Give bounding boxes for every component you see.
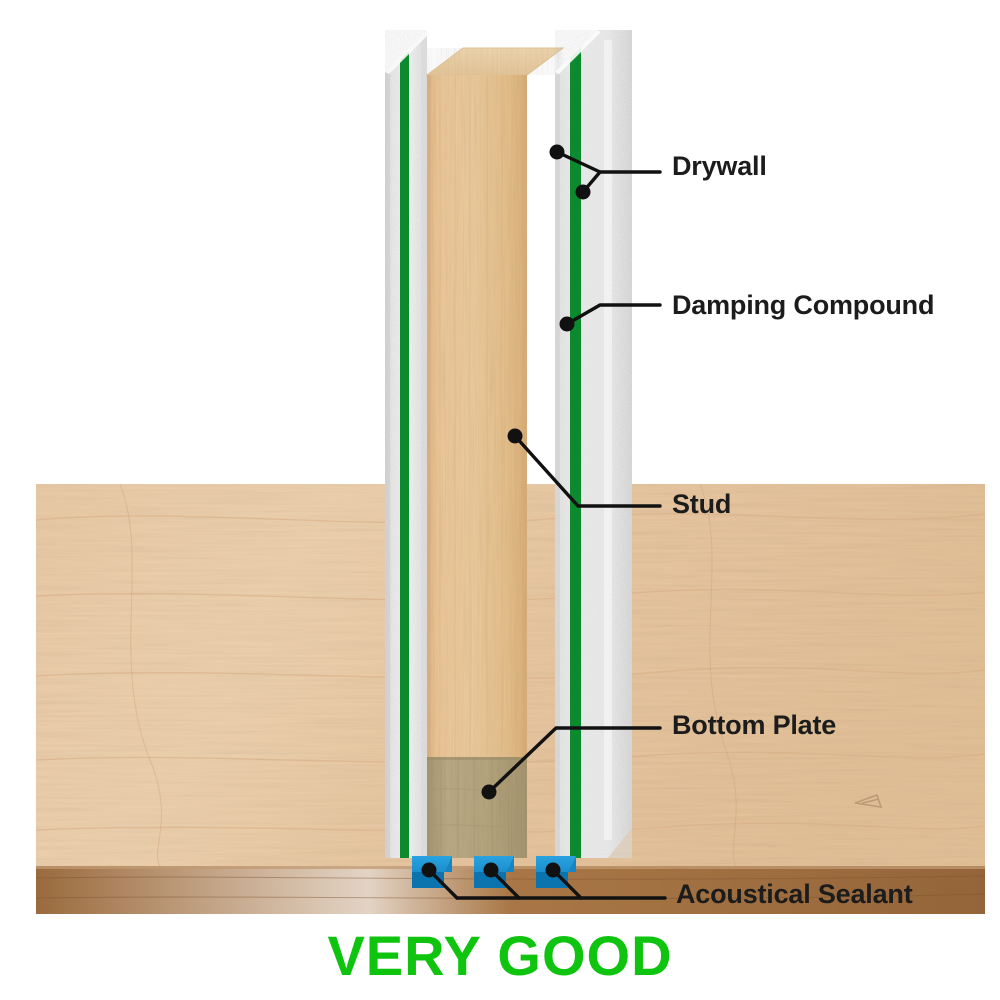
label-stud: Stud: [672, 489, 732, 519]
dot-bottom-plate: [481, 784, 497, 800]
label-damping-compound: Damping Compound: [672, 290, 935, 320]
label-drywall: Drywall: [672, 151, 767, 181]
leader-stud: [513, 434, 662, 508]
dot-damping: [559, 316, 575, 332]
drywall-panel-right: [555, 30, 632, 858]
label-bottom-plate: Bottom Plate: [672, 710, 837, 740]
leader-dots: [421, 144, 591, 878]
dot-drywall-outer: [549, 144, 565, 160]
drywall-panel-left: [385, 30, 427, 858]
stud-front-face: [427, 75, 527, 759]
dot-sealant-2: [483, 862, 499, 878]
dot-sealant-1: [421, 862, 437, 878]
leader-lines: [427, 150, 667, 900]
leader-bottom-plate: [487, 726, 662, 794]
leader-damping: [565, 303, 662, 326]
stud-group: [425, 47, 565, 759]
damping-strip-left: [400, 51, 409, 858]
verdict-text: VERY GOOD: [327, 924, 673, 987]
dot-drywall-inner: [575, 184, 591, 200]
floor-knot-mark: [854, 793, 883, 808]
dot-stud: [507, 428, 523, 444]
dot-sealant-3: [545, 862, 561, 878]
stud-top-face: [427, 48, 563, 75]
label-acoustical-sealant: Acoustical Sealant: [676, 879, 913, 909]
damping-strip-right: [570, 47, 581, 858]
